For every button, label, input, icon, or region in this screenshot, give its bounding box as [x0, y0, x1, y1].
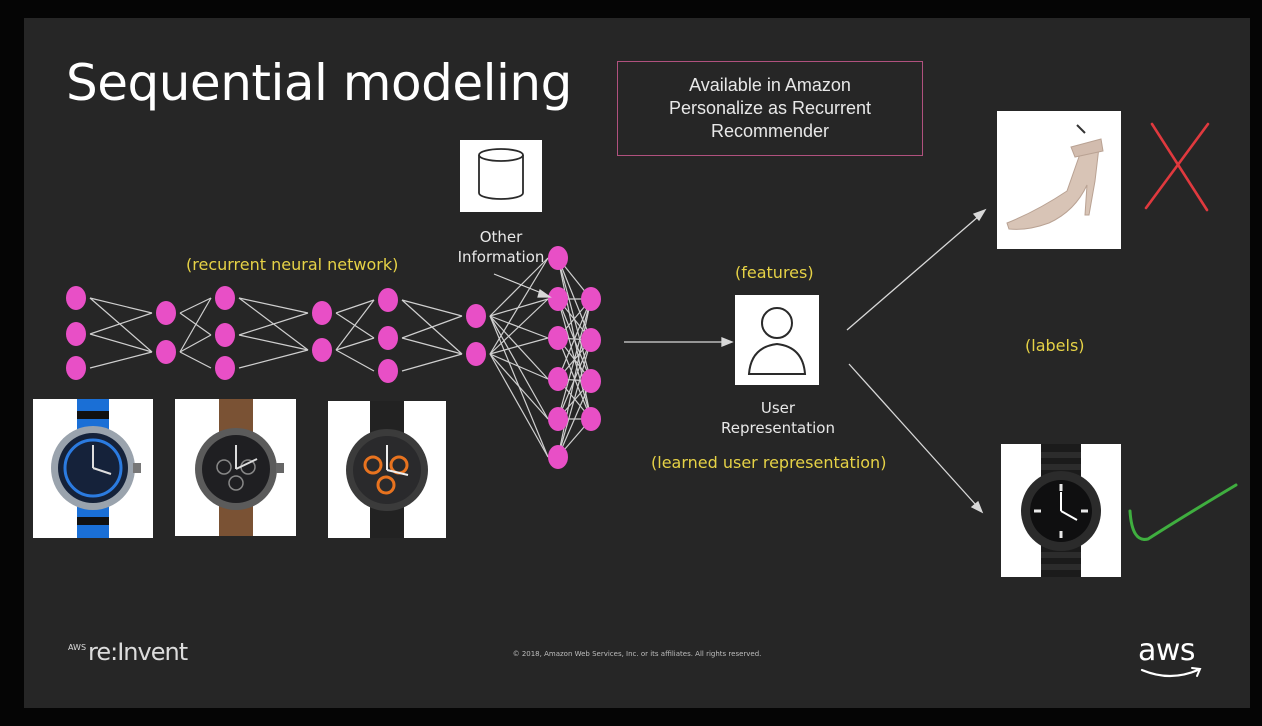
- network-edge: [179, 297, 212, 353]
- arrow-to-user: [624, 337, 734, 347]
- network-edge: [401, 315, 463, 339]
- network-node: [378, 326, 398, 350]
- network-edge: [401, 353, 463, 372]
- network-edge: [401, 337, 463, 355]
- network-node: [581, 407, 601, 431]
- personalize-callout-box: Available in Amazon Personalize as Recur…: [617, 61, 923, 156]
- network-node: [66, 286, 86, 310]
- network-edge: [89, 333, 153, 353]
- network-node: [466, 304, 486, 328]
- network-edge: [179, 297, 212, 314]
- callout-line-2: Personalize as Recurrent: [668, 98, 872, 118]
- network-node: [215, 323, 235, 347]
- other-information-line-2: Information: [457, 248, 545, 266]
- network-edge: [557, 339, 592, 458]
- rnn-label: (recurrent neural network): [186, 255, 399, 274]
- watch-photo-blue: [33, 399, 153, 538]
- network-node: [548, 367, 568, 391]
- network-edge: [335, 299, 375, 314]
- network-node: [215, 356, 235, 380]
- network-node: [156, 340, 176, 364]
- database-icon: [460, 140, 542, 212]
- network-node: [548, 326, 568, 350]
- reinvent-logo: AWS re:Invent: [68, 638, 188, 666]
- network-edge: [557, 298, 592, 420]
- other-information-label: Other Information: [451, 227, 551, 267]
- watch-photo-brown: [175, 399, 296, 536]
- network-edge: [335, 349, 375, 372]
- network-node: [156, 301, 176, 325]
- network-edge: [89, 297, 153, 314]
- network-nodes: [66, 246, 601, 469]
- cross-mark-icon: [1144, 122, 1210, 212]
- network-node: [581, 287, 601, 311]
- network-edge: [335, 299, 375, 351]
- network-edge: [557, 298, 592, 458]
- network-node: [581, 328, 601, 352]
- network-edge: [489, 315, 549, 380]
- network-node: [66, 322, 86, 346]
- user-representation-line-2: Representation: [721, 419, 835, 437]
- callout-line-3: Recommender: [710, 121, 830, 141]
- network-edge: [238, 334, 309, 351]
- user-icon: [735, 295, 819, 385]
- network-node: [581, 369, 601, 393]
- aws-smile-icon: [1140, 667, 1202, 678]
- reinvent-logo-aws: AWS: [68, 643, 87, 652]
- network-edge: [238, 349, 309, 369]
- network-edge: [489, 257, 549, 317]
- aws-logo: aws: [1138, 636, 1210, 684]
- shoe-photo: [997, 111, 1121, 249]
- other-information-line-1: Other: [479, 228, 523, 246]
- network-edge: [489, 298, 549, 355]
- network-edge: [335, 337, 375, 351]
- arrow-to-shoe: [846, 208, 987, 331]
- network-edge: [557, 380, 592, 458]
- network-edge: [489, 315, 549, 420]
- slide-title: Sequential modeling: [66, 54, 572, 112]
- arrow-to-watch: [848, 363, 984, 514]
- network-edge: [179, 334, 212, 353]
- user-representation-label: User Representation: [718, 398, 838, 438]
- network-edge: [89, 312, 153, 335]
- learned-user-representation-label: (learned user representation): [651, 453, 887, 472]
- network-edge: [557, 298, 592, 380]
- network-edge: [238, 312, 309, 336]
- user-representation-line-1: User: [760, 399, 796, 417]
- watch-photo-orange: [328, 401, 446, 538]
- network-edge: [179, 351, 212, 369]
- aws-logo-text: aws: [1138, 633, 1196, 668]
- network-edge: [489, 353, 549, 380]
- network-node: [312, 338, 332, 362]
- network-node: [378, 359, 398, 383]
- network-edge: [489, 337, 549, 355]
- network-edge: [489, 257, 549, 355]
- network-node: [215, 286, 235, 310]
- network-edge: [489, 353, 549, 458]
- slide: Sequential modeling Available in Amazon …: [24, 18, 1250, 708]
- arrow-from-other-info: [493, 273, 552, 298]
- network-edge: [89, 297, 153, 353]
- network-edge: [489, 353, 549, 420]
- network-node: [378, 288, 398, 312]
- network-node: [548, 246, 568, 270]
- network-node: [548, 445, 568, 469]
- callout-line-1: Available in Amazon: [689, 75, 851, 95]
- network-edge: [401, 299, 463, 317]
- features-label: (features): [735, 263, 814, 282]
- labels-label: (labels): [1025, 336, 1085, 355]
- network-edge: [489, 298, 549, 317]
- network-node: [548, 407, 568, 431]
- network-edge: [238, 297, 309, 314]
- network-edge: [89, 351, 153, 369]
- copyright-notice: © 2018, Amazon Web Services, Inc. or its…: [512, 650, 762, 658]
- network-node: [548, 287, 568, 311]
- network-node: [66, 356, 86, 380]
- network-node: [312, 301, 332, 325]
- network-node: [466, 342, 486, 366]
- reinvent-logo-text: re:Invent: [88, 638, 188, 666]
- network-diagram: [66, 122, 1238, 541]
- check-mark-icon: [1128, 483, 1238, 541]
- watch-photo-black: [1001, 444, 1121, 577]
